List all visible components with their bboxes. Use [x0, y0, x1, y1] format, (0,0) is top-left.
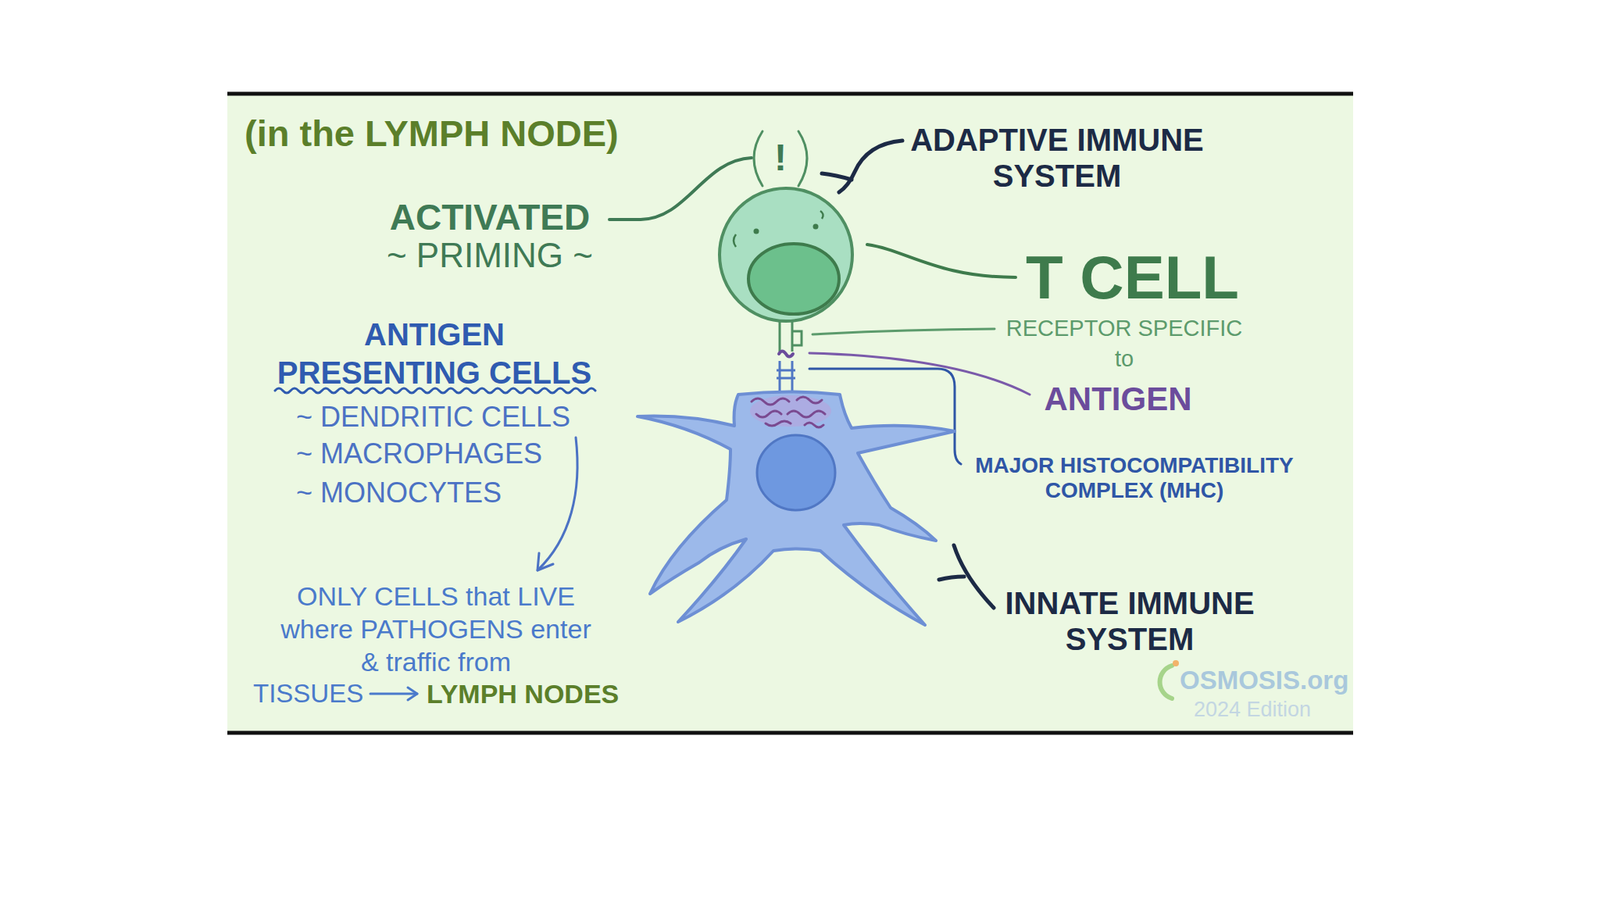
mhc-molecule [776, 360, 796, 393]
list-item: ~ MACROPHAGES [296, 436, 543, 472]
note: ONLY CELLS that LIVE where PATHOGENS ent… [275, 579, 597, 679]
cell-label: T CELL [1025, 242, 1240, 312]
part-label: RECEPTOR SPECIFIC to [1000, 313, 1249, 375]
logo-dot [1172, 660, 1179, 667]
panel-border [227, 92, 1354, 97]
leader-line [809, 353, 1030, 395]
part-label: MAJOR HISTOCOMPATIBILITY COMPLEX (MHC) [966, 453, 1303, 504]
leader-line [867, 244, 1016, 278]
system-label: INNATE IMMUNE SYSTEM [996, 585, 1263, 658]
panel-background [227, 93, 1354, 733]
antigen-area [750, 395, 832, 427]
list-item: ~ MONOCYTES [296, 475, 502, 511]
antigen-fragment [778, 351, 793, 358]
watermark: 2024 Edition [1193, 696, 1311, 722]
t-cell-receptor [792, 331, 802, 346]
brace [821, 173, 852, 180]
arrow [537, 437, 578, 571]
list-item: ~ DENDRITIC CELLS [296, 400, 571, 435]
system-label: ADAPTIVE IMMUNE SYSTEM [900, 121, 1214, 194]
cell-face [733, 234, 736, 247]
flow-label: TISSUES [253, 678, 364, 710]
t-cell-body [719, 188, 853, 322]
antigen-fragment [751, 396, 825, 428]
state-label: ACTIVATED [372, 196, 608, 239]
arrow-head [537, 553, 554, 571]
cell-face [753, 228, 760, 235]
bubble-bracket [753, 131, 763, 186]
dendritic-cell-body [637, 392, 955, 626]
logo-arc [1160, 665, 1172, 699]
leader-line [609, 157, 752, 220]
panel-border [227, 731, 1354, 736]
t-cell-nucleus [748, 243, 840, 315]
flow-label: LYMPH NODES [426, 678, 619, 710]
brace [839, 140, 903, 193]
leader-line [812, 328, 995, 335]
state-label: ~ PRIMING ~ [364, 235, 615, 275]
arrow [370, 692, 418, 696]
arrow-head [407, 687, 418, 700]
watermark: OSMOSIS.org [1179, 666, 1349, 695]
cell-face [820, 210, 824, 219]
t-cell-receptor [779, 320, 793, 352]
section-heading: ANTIGEN PRESENTING CELLS [270, 315, 599, 393]
part-label: ANTIGEN [1016, 379, 1220, 419]
cell-face [813, 224, 819, 230]
alert-mark: ! [764, 134, 797, 182]
bubble-bracket [798, 131, 808, 186]
dendritic-cell-nucleus [757, 435, 836, 511]
brace [939, 576, 965, 580]
heading: (in the LYMPH NODE) [244, 111, 619, 156]
